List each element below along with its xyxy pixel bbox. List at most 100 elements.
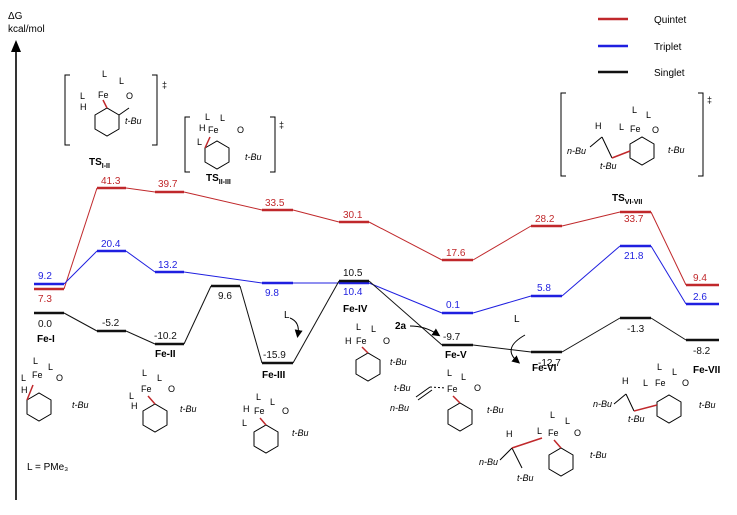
oxygen-atom: O xyxy=(282,406,289,416)
singlet-value: -10.2 xyxy=(154,331,177,342)
triplet-connector xyxy=(63,250,98,285)
tbu-group: t-Bu xyxy=(72,400,89,410)
singlet-connector xyxy=(183,285,212,345)
triplet-value: 0.1 xyxy=(446,300,460,311)
species-label-fe3: Fe-III xyxy=(262,370,286,381)
benzene-ring xyxy=(548,447,574,477)
singlet-connector xyxy=(368,280,443,346)
nbu-group: n-Bu xyxy=(593,399,612,409)
bracket-left xyxy=(184,116,190,173)
nbu-group: n-Bu xyxy=(567,146,586,156)
tbu-group: t-Bu xyxy=(699,400,716,410)
ligand-atom: L xyxy=(205,112,210,122)
legend: Quintet Triplet Singlet xyxy=(598,15,686,79)
tbu-group: t-Bu xyxy=(125,116,142,126)
benzene-ring xyxy=(629,136,655,166)
fe-atom: Fe xyxy=(447,384,458,394)
hydrogen-atom: H xyxy=(345,336,352,346)
ligand-atom: L xyxy=(646,110,651,120)
ligand-atom: L xyxy=(657,362,662,372)
singlet-value: -15.9 xyxy=(263,350,286,361)
singlet-connector xyxy=(63,312,98,332)
quintet-connector xyxy=(561,211,621,227)
triplet-connector xyxy=(183,271,263,284)
structure-fe1: Fe L L L H O t-Bu xyxy=(21,356,89,422)
ligand-atom: L xyxy=(33,356,38,366)
fe-atom: Fe xyxy=(32,370,43,380)
benzene-ring xyxy=(447,402,473,432)
alkenyl-bond xyxy=(613,393,627,405)
fe-c-bond xyxy=(102,99,108,109)
ligand-label: L xyxy=(284,310,290,321)
singlet-value: 0.0 xyxy=(38,319,52,330)
triplet-value: 2.6 xyxy=(693,292,707,303)
quintet-value: 41.3 xyxy=(101,176,121,187)
singlet-value: -12.7 xyxy=(538,358,561,369)
ligand-atom: L xyxy=(21,373,26,383)
tbu-group: t-Bu xyxy=(180,404,197,414)
singlet-connector xyxy=(650,317,687,341)
fe-c-bond xyxy=(204,136,211,149)
benzene-ring xyxy=(204,140,230,170)
ts-dagger: ‡ xyxy=(279,120,284,130)
triplet-value: 21.8 xyxy=(624,251,644,262)
ligand-atom: L xyxy=(672,367,677,377)
tbu-group: t-Bu xyxy=(517,473,534,483)
ligand-atom: L xyxy=(447,368,452,378)
species-label-fe6: Fe-VI xyxy=(532,363,557,374)
ligand-atom: L xyxy=(102,69,107,79)
oxygen-atom: O xyxy=(126,91,133,101)
ligand-loss-arrow-fe6 xyxy=(510,334,526,364)
triplet-connector xyxy=(561,245,621,297)
hydrogen-atom: H xyxy=(21,385,28,395)
triplet-value: 13.2 xyxy=(158,260,178,271)
triplet-connector xyxy=(368,282,443,314)
hydrogen-atom: H xyxy=(622,376,629,386)
fe-atom: Fe xyxy=(655,378,666,388)
quintet-value: 39.7 xyxy=(158,179,178,190)
ts-dagger: ‡ xyxy=(162,80,167,90)
fe-c-bond xyxy=(26,384,34,401)
tbu-group: t-Bu xyxy=(628,414,645,424)
structure-fe6: Fe L L L H O n-Bu t-Bu t-Bu xyxy=(479,410,607,483)
quintet-value: 17.6 xyxy=(446,248,466,259)
triplet-value: 20.4 xyxy=(101,239,121,250)
benzene-ring xyxy=(253,424,279,454)
ligand-atom: L xyxy=(119,76,124,86)
quintet-value-fe1: 7.3 xyxy=(38,294,52,305)
ligand-atom: L xyxy=(242,418,247,428)
axis-symbol: ΔG xyxy=(8,11,23,22)
alkyne-bond xyxy=(415,386,431,398)
benzene-ring xyxy=(355,352,381,382)
oxygen-atom: O xyxy=(168,384,175,394)
fe-c-bond xyxy=(361,346,369,354)
alkenyl-bond xyxy=(511,447,523,469)
hydrogen-atom: H xyxy=(595,121,602,131)
singlet-connector xyxy=(239,285,263,364)
quintet-connector xyxy=(472,225,532,261)
quintet-connector xyxy=(650,211,687,286)
triplet-value: 5.8 xyxy=(537,283,551,294)
species-labels: Fe-I Fe-II Fe-III Fe-IV Fe-V Fe-VI Fe-VI… xyxy=(37,304,720,381)
hydrogen-atom: H xyxy=(131,401,138,411)
ligand-atom: L xyxy=(142,368,147,378)
fe-atom: Fe xyxy=(208,125,219,135)
ligand-atom: L xyxy=(80,91,85,101)
tbu-group: t-Bu xyxy=(292,428,309,438)
species-label-fe7: Fe-VII xyxy=(693,365,720,376)
tbu-group: t-Bu xyxy=(245,152,262,162)
ligand-atom: L xyxy=(461,372,466,382)
singlet-value: 10.5 xyxy=(343,268,363,279)
hydrogen-atom: H xyxy=(199,123,206,133)
ligand-atom: L xyxy=(371,324,376,334)
fe-atom: Fe xyxy=(548,428,559,438)
new-c-c-bond xyxy=(633,404,658,412)
fe-c-bond xyxy=(259,417,267,426)
quintet-connector xyxy=(368,221,443,261)
nbu-group: n-Bu xyxy=(479,457,498,467)
bracket-right xyxy=(270,116,276,173)
singlet-value-labels: 0.0 -5.2 -10.2 9.6 -15.9 10.5 -9.7 -12.7… xyxy=(38,268,711,369)
oxygen-atom: O xyxy=(574,428,581,438)
